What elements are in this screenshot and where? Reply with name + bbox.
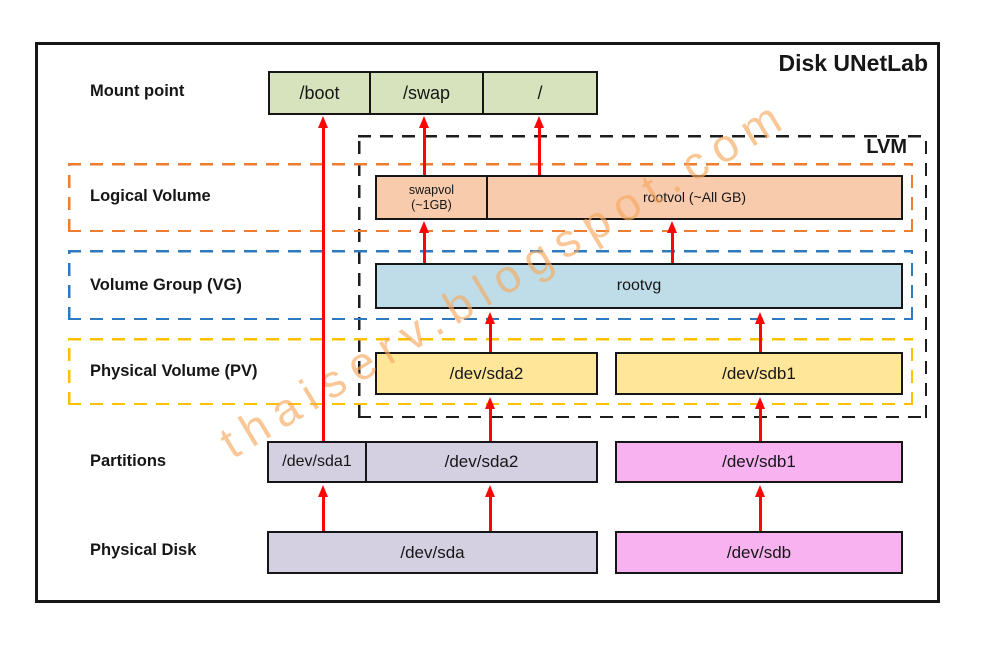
arrow-pv-sda2-to-rootvg — [484, 312, 496, 352]
arrow-part-sda2-to-pv — [484, 397, 496, 441]
arrow-shaft — [422, 125, 426, 175]
box-pv-sda2: /dev/sda2 — [375, 352, 598, 395]
arrow-shaft — [758, 321, 762, 352]
arrow-rootvg-to-swapvol — [418, 221, 430, 263]
arrow-rootvg-to-rootvol — [666, 221, 678, 263]
box-lv-rootvol: rootvol (~All GB) — [486, 175, 903, 220]
arrow-head-icon — [754, 485, 765, 497]
box-mount-boot: /boot — [268, 71, 371, 115]
arrow-shaft — [537, 125, 541, 175]
box-partition-sdb1: /dev/sdb1 — [615, 441, 903, 483]
diagram-title: Disk UNetLab — [778, 50, 928, 76]
arrow-shaft — [488, 406, 492, 441]
arrow-shaft — [758, 406, 762, 441]
row-label-partitions: Partitions — [90, 452, 167, 470]
arrow-shaft — [321, 494, 325, 531]
arrow-sdb-to-part-sdb1 — [754, 485, 766, 531]
arrow-part-sdb1-to-pv — [754, 397, 766, 441]
arrow-head-icon — [484, 312, 495, 324]
box-partition-sda1: /dev/sda1 — [267, 441, 367, 483]
row-label-mount-point: Mount point — [90, 82, 185, 100]
box-vg-rootvg: rootvg — [375, 263, 903, 309]
arrow-rootvol-to-root — [533, 116, 545, 175]
arrow-part-sda1-to-boot — [317, 116, 329, 441]
row-label-physical-volume: Physical Volume (PV) — [90, 362, 258, 380]
arrow-swapvol-to-swap — [418, 116, 430, 175]
arrow-pv-sdb1-to-rootvg — [754, 312, 766, 352]
arrow-head-icon — [484, 397, 495, 409]
box-pv-sdb1: /dev/sdb1 — [615, 352, 903, 395]
arrow-head-icon — [317, 485, 328, 497]
arrow-head-icon — [754, 312, 765, 324]
arrow-shaft — [488, 321, 492, 352]
arrow-head-icon — [533, 116, 544, 128]
row-label-physical-disk: Physical Disk — [90, 541, 197, 559]
arrow-sda-to-part-sda2 — [484, 485, 496, 531]
arrow-shaft — [758, 494, 762, 531]
diagram-border — [35, 42, 940, 603]
arrow-head-icon — [484, 485, 495, 497]
box-partition-sda2: /dev/sda2 — [365, 441, 598, 483]
row-label-logical-volume: Logical Volume — [90, 187, 211, 205]
arrow-head-icon — [418, 221, 429, 233]
arrow-head-icon — [418, 116, 429, 128]
arrow-head-icon — [754, 397, 765, 409]
row-label-volume-group: Volume Group (VG) — [90, 276, 242, 294]
arrow-head-icon — [317, 116, 328, 128]
arrow-shaft — [422, 230, 426, 263]
box-disk-sdb: /dev/sdb — [615, 531, 903, 574]
arrow-sda-to-part-sda1 — [317, 485, 329, 531]
arrow-shaft — [321, 125, 325, 441]
lvm-label: LVM — [866, 136, 907, 158]
box-mount-swap: /swap — [369, 71, 484, 115]
arrow-shaft — [488, 494, 492, 531]
swapvol-name: swapvol — [408, 183, 455, 198]
swapvol-size: (~1GB) — [411, 197, 452, 212]
arrow-shaft — [670, 230, 674, 263]
box-disk-sda: /dev/sda — [267, 531, 598, 574]
arrow-head-icon — [666, 221, 677, 233]
box-mount-root: / — [482, 71, 598, 115]
box-lv-swapvol: swapvol (~1GB) — [375, 175, 488, 220]
